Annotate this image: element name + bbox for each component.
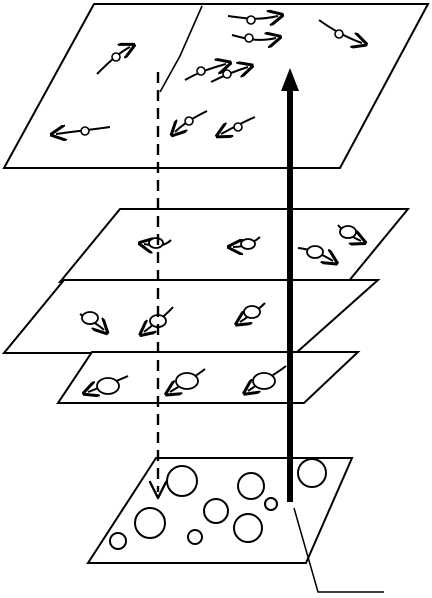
bubble-icon [135,508,165,538]
bubble-icon [238,473,264,499]
bubble-icon [234,514,262,542]
bubble-icon [188,530,202,544]
bubble-icon [110,533,126,549]
bubble-icon [167,466,197,496]
middle-plane [4,280,378,353]
bubble-icon [298,459,326,487]
top-plane [4,4,428,168]
upper-middle-plane [60,209,408,282]
bubble-icon [204,499,228,523]
lower-middle-plane [58,352,358,403]
bubble-icon [265,498,277,510]
bottom-bubble-plane [88,458,352,563]
